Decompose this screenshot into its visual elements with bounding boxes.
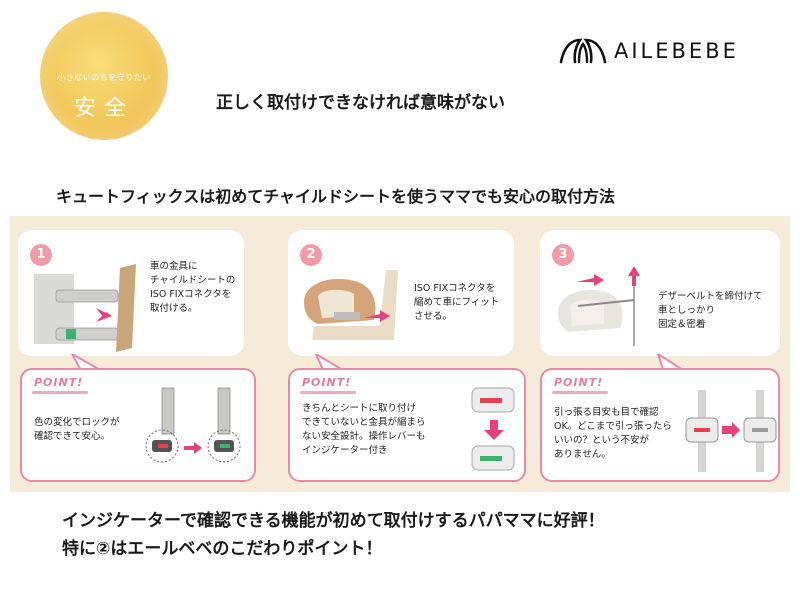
step-2-card: 2 ISO FIXコネクタを 縮めて車にフィット させる。	[288, 230, 514, 356]
point-2-lever-illustration	[471, 387, 515, 471]
bottom-message-line-2: 特に②はエールベベのこだわりポイント！	[62, 539, 383, 559]
point-1-label: POINT!	[34, 376, 84, 389]
step-3-number: 3	[552, 244, 574, 266]
step-2-callout-pointer	[314, 354, 348, 372]
installation-steps-panel: 1 車の金具に チャイルドシートの ISO FIXコネクタを 取付ける。 2 I…	[10, 216, 790, 492]
ailebebe-wings-logo-icon	[559, 38, 607, 64]
step-3-illustration	[558, 266, 640, 346]
safety-badge: 小さないのちを守りたい 安全	[40, 12, 168, 140]
point-2-box: POINT! きちんとシートに取り付け できていないと金具が縮まら ない安全設計…	[288, 368, 526, 482]
step-1-text: 車の金具に チャイルドシートの ISO FIXコネクタを 取付ける。	[150, 261, 236, 314]
point-1-underline	[32, 391, 88, 394]
brand-name: AILEBEBE	[614, 39, 739, 63]
bottom-message-line-1: インジケーターで確認できる機能が初めて取付けするパパママに好評！	[62, 511, 605, 531]
point-2-text: きちんとシートに取り付け できていないと金具が縮まら ない安全設計。操作レバーも…	[302, 403, 426, 456]
point-1-indicator-illustration	[145, 387, 241, 463]
point-3-underline	[552, 391, 608, 394]
badge-title: 安全	[73, 96, 134, 121]
point-3-belt-indicator-illustration	[685, 390, 777, 472]
step-1-callout-pointer	[70, 354, 107, 372]
point-2-label: POINT!	[302, 376, 352, 389]
step-1-illustration	[34, 264, 136, 352]
brand-logo: AILEBEBE	[558, 34, 739, 68]
step-2-text: ISO FIXコネクタを 縮めて車にフィット させる。	[414, 283, 500, 322]
step-1-card: 1 車の金具に チャイルドシートの ISO FIXコネクタを 取付ける。	[18, 230, 244, 356]
step-2-illustration	[304, 270, 398, 340]
subheadline: キュートフィックスは初めてチャイルドシートを使うママでも安心の取付方法	[56, 187, 616, 206]
point-1-text: 色の変化でロックが 確認できて安心。	[34, 417, 120, 442]
point-3-text: 引っ張る目安も目で確認 OK。どこまで引っ張ったら いいの？という不安が ありま…	[554, 407, 672, 460]
point-3-label: POINT!	[554, 376, 604, 389]
point-1-box: POINT! 色の変化でロックが 確認できて安心。	[20, 368, 256, 482]
step-3-card: 3 デザーベルトを締付けて 車としっかり 固定＆密着	[540, 230, 780, 356]
point-2-underline	[300, 391, 356, 394]
step-3-text: デザーベルトを締付けて 車としっかり 固定＆密着	[658, 291, 763, 330]
point-3-box: POINT! 引っ張る目安も目で確認 OK。どこまで引っ張ったら いいの？という…	[540, 368, 780, 482]
step-2-number: 2	[300, 244, 322, 266]
headline: 正しく取付けできなければ意味がない	[216, 93, 505, 113]
step-3-callout-pointer	[656, 354, 688, 372]
badge-subtitle: 小さないのちを守りたい	[57, 73, 151, 82]
step-1-number: 1	[30, 244, 52, 266]
